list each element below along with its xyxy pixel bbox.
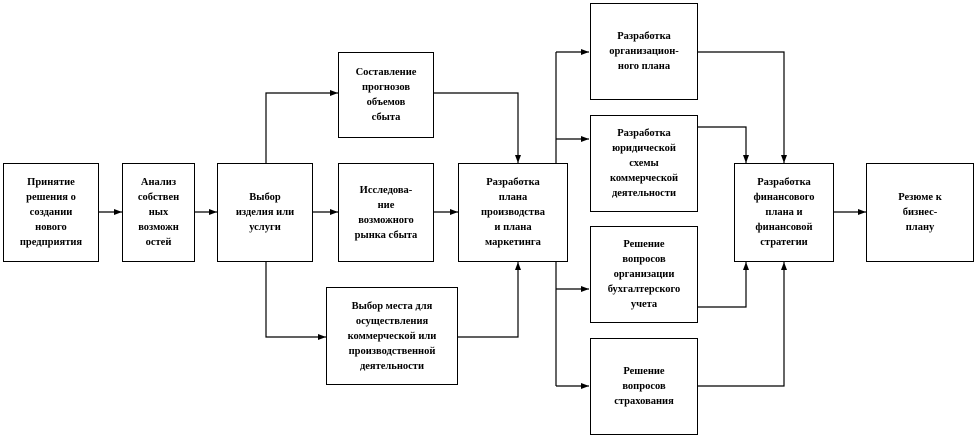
node-finance-label: Разработка финансового плана и финансово… [753,177,815,248]
arrow-choice-forecast [265,90,338,163]
arrow-legal-finance [698,126,749,163]
node-legal-label: Разработка юридической схемы коммерческо… [609,128,679,199]
node-resume-label: Резюме к бизнес- плану [898,192,942,233]
node-forecast: Составление прогнозов объемов сбыта [338,52,434,138]
node-location-label: Выбор места для осуществления коммерческ… [347,300,437,372]
node-resume: Резюме к бизнес- плану [866,163,974,262]
node-location: Выбор места для осуществления коммерческ… [326,287,458,385]
node-accounting-label: Решение вопросов организации бухгалтерск… [607,239,681,310]
arrow-forecast-production [434,92,521,163]
node-org-plan: Разработка организацион- ного плана [590,3,698,100]
node-production-plan-label: Разработка плана производства и плана ма… [480,177,545,248]
node-research-label: Исследова- ние возможного рынка сбыта [354,184,418,241]
arrow-location-production [458,262,521,338]
node-legal: Разработка юридической схемы коммерческо… [590,115,698,212]
node-org-plan-label: Разработка организацион- ного плана [609,31,679,72]
node-insurance: Решение вопросов страхования [590,338,698,435]
node-choice-label: Выбор изделия или услуги [235,192,295,233]
node-research: Исследова- ние возможного рынка сбыта [338,163,434,262]
node-accounting: Решение вопросов организации бухгалтерск… [590,226,698,323]
node-analysis-label: Анализ собствен ных возможн остей [137,177,180,248]
node-analysis: Анализ собствен ных возможн остей [122,163,195,262]
node-decision-label: Принятие решения о создании нового предп… [19,177,83,248]
arrow-org-finance [698,51,787,163]
node-forecast-label: Составление прогнозов объемов сбыта [355,67,417,123]
arrow-insurance-finance [698,262,787,387]
node-insurance-label: Решение вопросов страхования [614,366,674,407]
node-choice: Выбор изделия или услуги [217,163,313,262]
node-decision: Принятие решения о создании нового предп… [3,163,99,262]
arrow-accounting-finance [698,262,749,308]
node-finance: Разработка финансового плана и финансово… [734,163,834,262]
node-production-plan: Разработка плана производства и плана ма… [458,163,568,262]
arrow-choice-location [265,262,326,340]
